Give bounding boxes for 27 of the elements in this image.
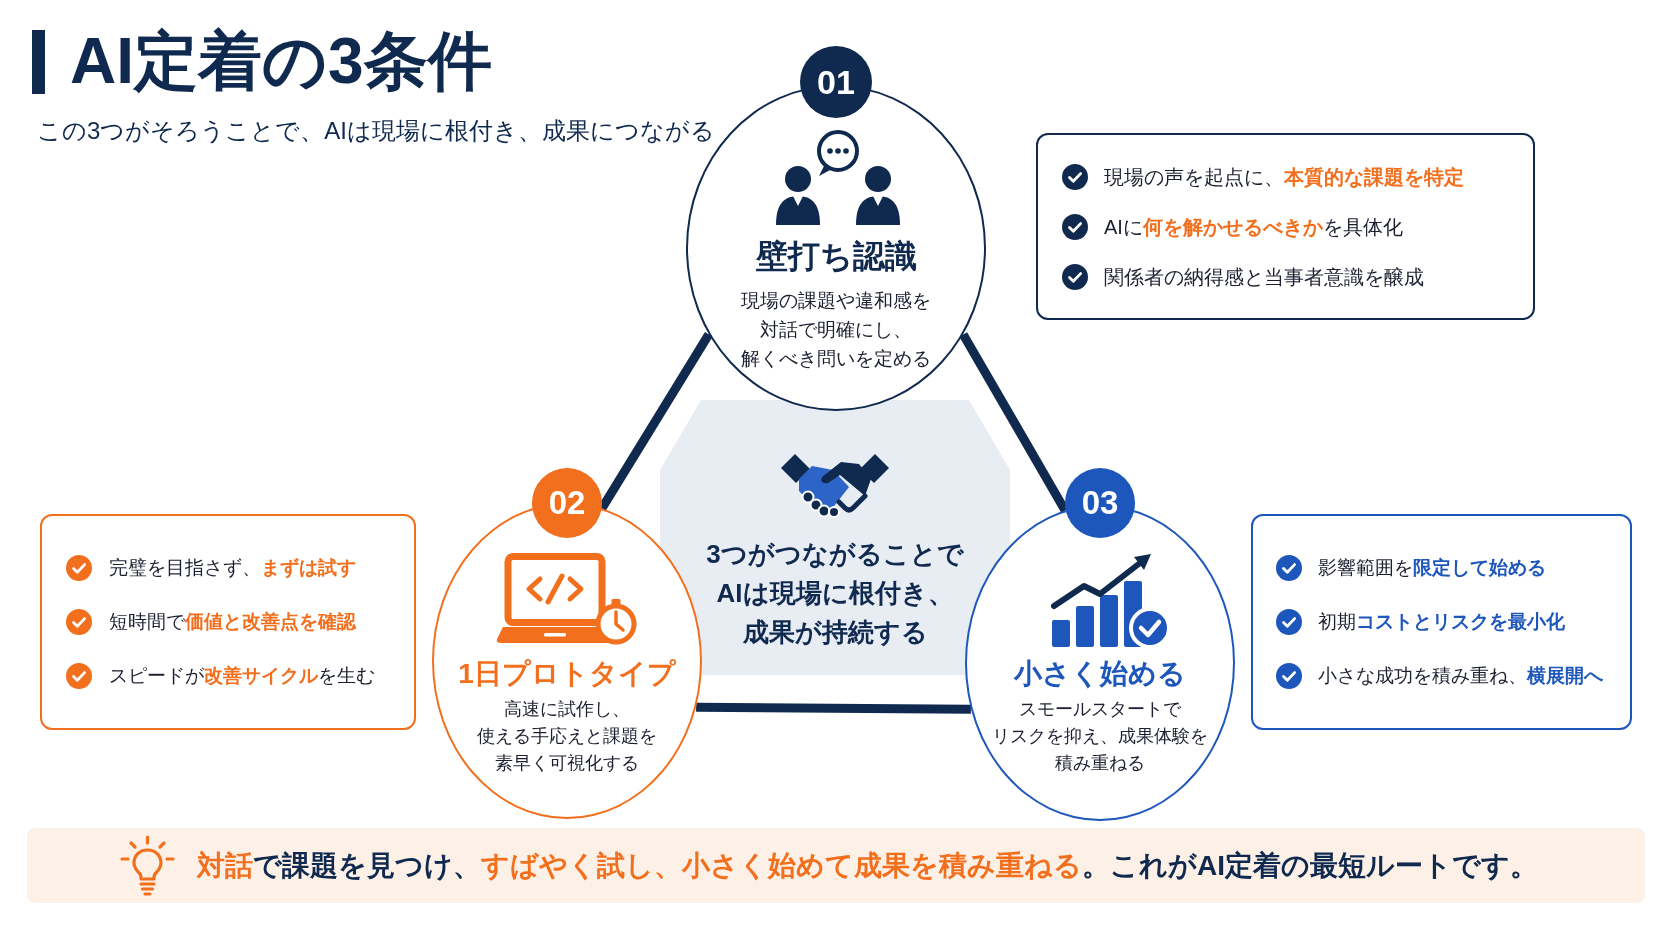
checklist-item: 関係者の納得感と当事者意識を醸成	[1104, 264, 1424, 290]
connector-line	[696, 702, 971, 714]
checklist-item: 現場の声を起点に、本質的な課題を特定	[1104, 164, 1464, 190]
subtitle: この3つがそろうことで、AIは現場に根付き、成果につながる	[37, 116, 716, 146]
center-message: 3つがつながることでAIは現場に根付き、成果が持続する	[705, 538, 965, 649]
step-description: 高速に試作し、使える手応えと課題を素早く可視化する	[476, 698, 658, 775]
summary-banner	[27, 828, 1645, 903]
checklist-item: AIに何を解かせるべきかを具体化	[1104, 214, 1403, 240]
step-title: 壁打ち認識	[754, 237, 918, 276]
checklist-item: 小さな成功を積み重ね、横展開へ	[1318, 664, 1603, 688]
summary-text: 対話で課題を見つけ、すばやく試し、小さく始めて成果を積み重ねる。これがAI定着の最短ルートです。	[197, 848, 1538, 883]
checklist-item: 影響範囲を限定して始める	[1318, 556, 1546, 580]
checklist-item: スピードが改善サイクルを生む	[109, 664, 375, 688]
checklist-item: 初期コストとリスクを最小化	[1318, 610, 1565, 634]
checklist-panel	[40, 514, 416, 730]
step-description: 現場の課題や違和感を対話で明確にし、解くべき問いを定める	[740, 289, 932, 371]
checklist-panel	[1251, 514, 1632, 730]
number-badge: 03	[1065, 468, 1135, 538]
checklist-item: 完璧を目指さず、まずは試す	[109, 556, 356, 580]
step-title: 1日プロトタイプ	[457, 657, 677, 691]
number-badge: 01	[800, 46, 872, 118]
checklist-panel	[1036, 133, 1535, 320]
step-title: 小さく始める	[1012, 657, 1187, 691]
step-description: スモールスタートでリスクを抑え、成果体験を積み重ねる	[991, 698, 1209, 775]
number-badge: 02	[532, 468, 602, 538]
checklist-item: 短時間で価値と改善点を確認	[109, 610, 356, 634]
page-title: AI定着の3条件	[70, 24, 492, 99]
